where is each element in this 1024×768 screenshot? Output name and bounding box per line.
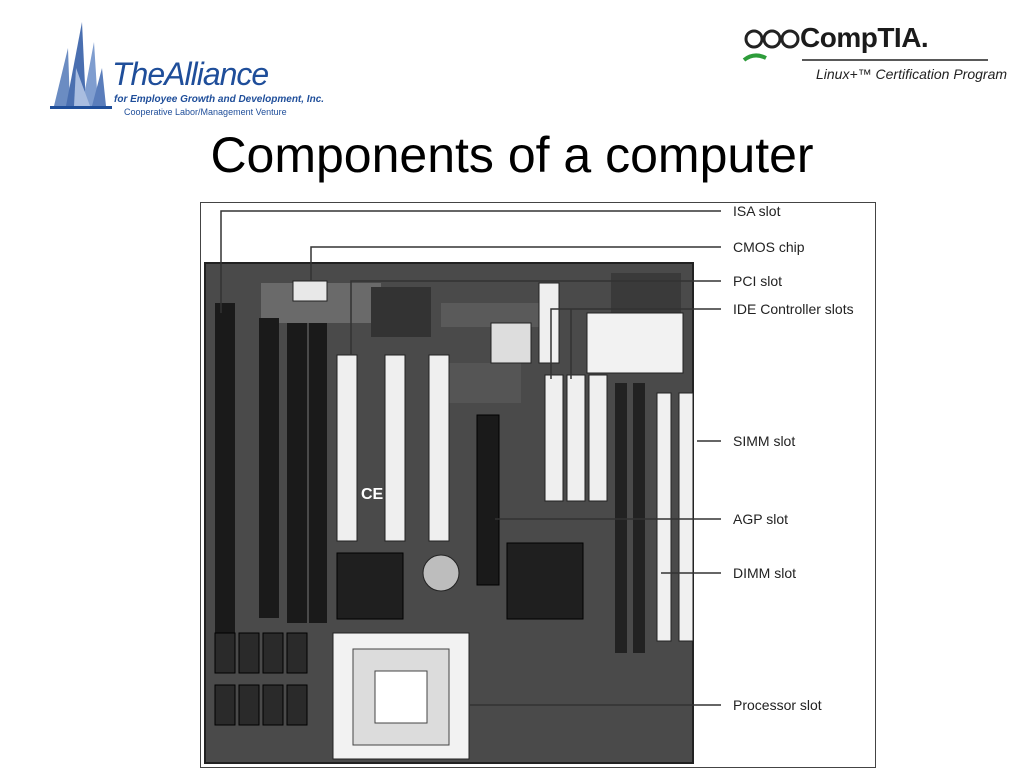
ce-mark: CE — [361, 486, 384, 503]
cmos-chip — [292, 280, 328, 302]
label-pci-slot: PCI slot — [733, 273, 783, 289]
label-ide-controller-slots: IDE Controller slots — [733, 301, 854, 317]
label-cmos-chip: CMOS chip — [733, 239, 805, 255]
power-connector — [586, 312, 684, 374]
label-processor-slot: Processor slot — [733, 697, 822, 713]
ide-slots — [538, 282, 608, 502]
label-simm-slot: SIMM slot — [733, 433, 796, 449]
motherboard-diagram: CE — [204, 210, 721, 764]
motherboard-figure: CE — [200, 202, 876, 768]
memory-slots — [615, 383, 694, 653]
label-dimm-slot: DIMM slot — [733, 565, 796, 581]
label-isa-slot: ISA slot — [733, 203, 781, 219]
alliance-subtitle: for Employee Growth and Development, Inc… — [114, 94, 325, 105]
pci-slots — [336, 354, 450, 542]
comptia-rings-icon — [742, 29, 988, 62]
chipset-right — [506, 542, 584, 620]
isa-slots — [215, 303, 327, 633]
alliance-wordmark: TheAlliance — [112, 56, 269, 92]
cmos-battery — [422, 554, 460, 592]
chipset-left — [336, 552, 404, 620]
alliance-skyline-icon — [50, 22, 112, 109]
comptia-wordmark: CompTIA. — [800, 22, 929, 53]
alliance-venture: Cooperative Labor/Management Venture — [124, 107, 287, 117]
agp-slot-shape — [476, 414, 500, 586]
slide-title: Components of a computer — [210, 127, 814, 183]
label-agp-slot: AGP slot — [733, 511, 788, 527]
comptia-tagline: Linux+™ Certification Program — [816, 66, 1008, 82]
